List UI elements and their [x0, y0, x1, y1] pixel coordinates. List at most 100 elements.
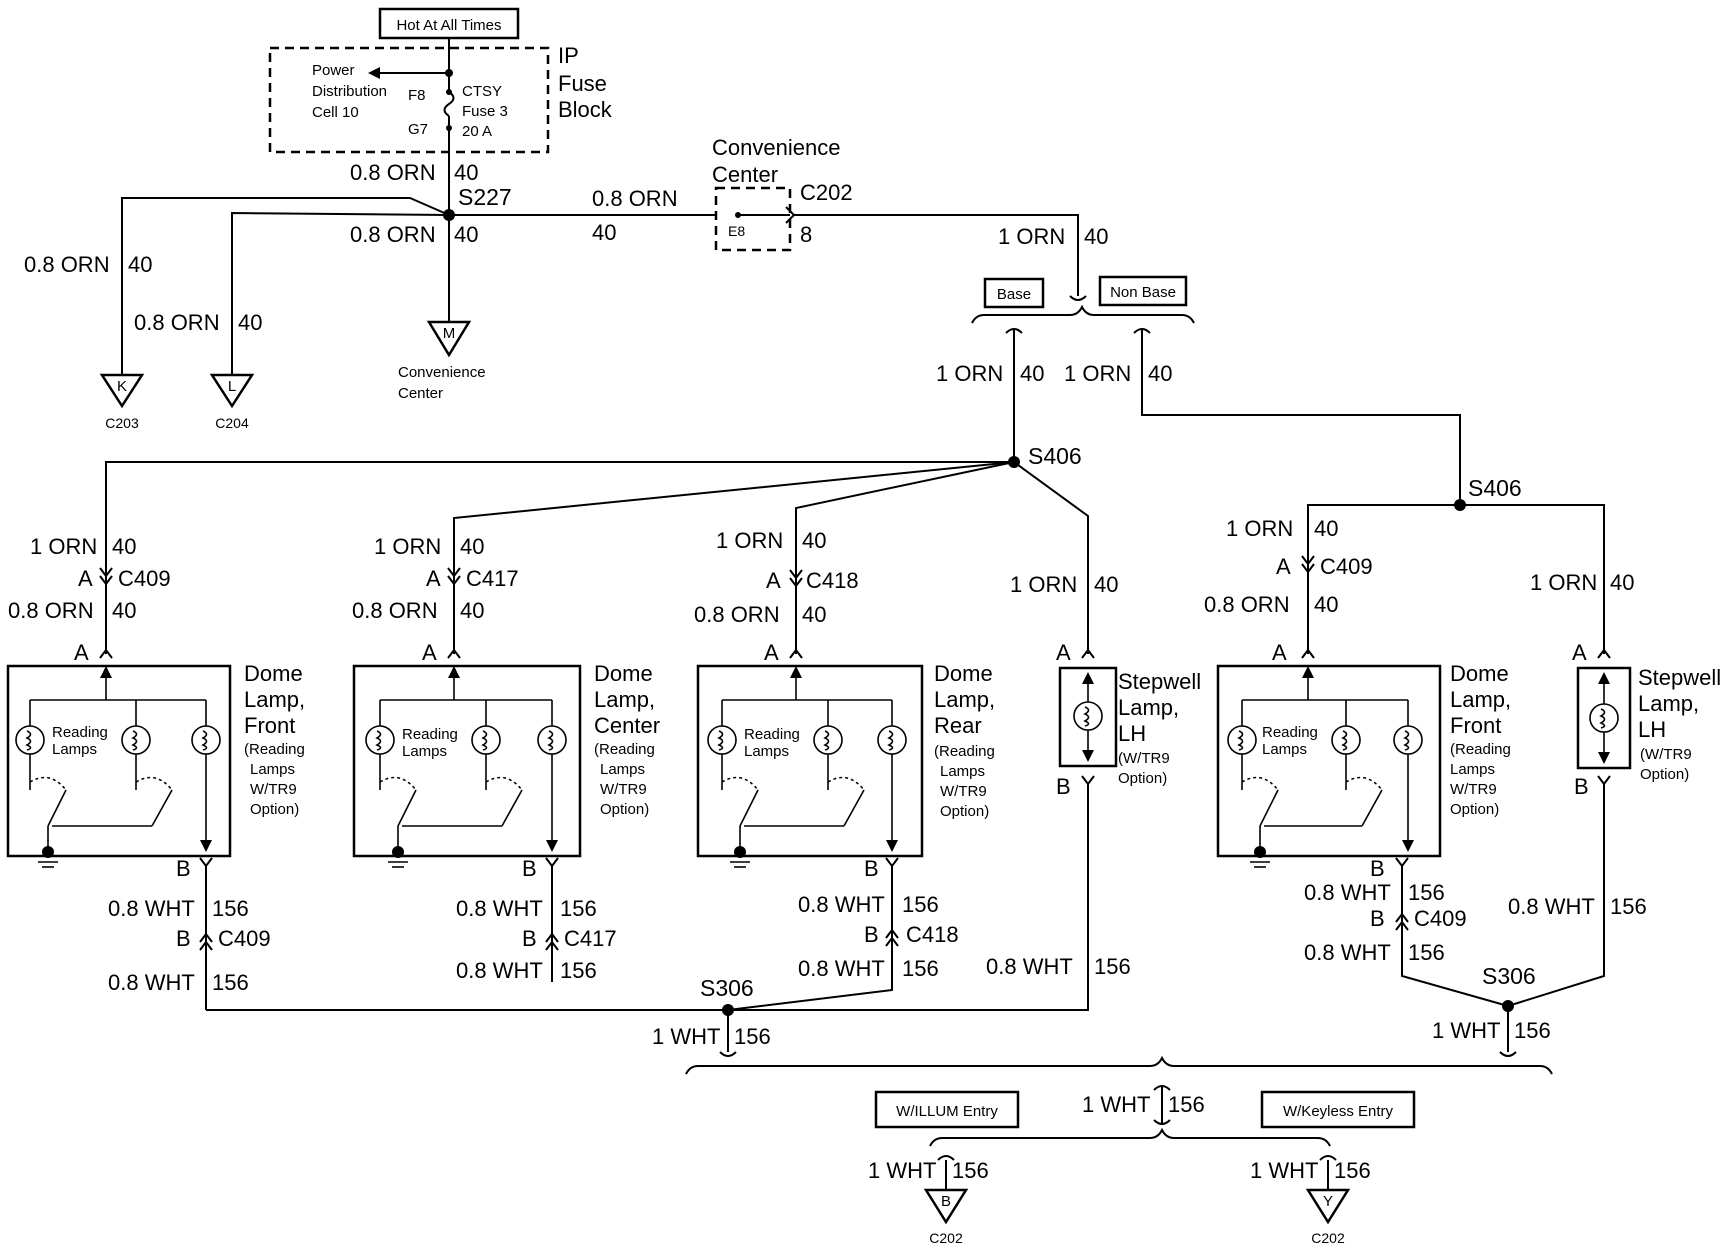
stepwell-lamp-lh-base: 1 ORN 40 A Stepwell Lamp, LH (W/TR9 Opti…: [728, 516, 1201, 1011]
svg-text:Center: Center: [398, 385, 443, 402]
svg-text:A: A: [78, 566, 93, 591]
svg-text:(Reading: (Reading: [594, 741, 655, 758]
svg-text:0.8 ORN: 0.8 ORN: [24, 252, 110, 277]
svg-text:Cell 10: Cell 10: [312, 104, 359, 121]
svg-text:0.8 WHT: 0.8 WHT: [1508, 894, 1595, 919]
svg-text:C202: C202: [800, 180, 853, 205]
svg-text:1 ORN: 1 ORN: [30, 534, 97, 559]
svg-text:W/Keyless Entry: W/Keyless Entry: [1283, 1103, 1394, 1120]
svg-text:K: K: [117, 378, 127, 395]
svg-text:C409: C409: [1414, 906, 1467, 931]
svg-text:Rear: Rear: [934, 713, 982, 738]
svg-text:B: B: [941, 1193, 951, 1210]
svg-text:1 ORN: 1 ORN: [1226, 516, 1293, 541]
svg-text:40: 40: [460, 598, 484, 623]
svg-text:IP: IP: [558, 43, 579, 68]
svg-text:1 ORN: 1 ORN: [1064, 361, 1131, 386]
svg-text:B: B: [1056, 774, 1071, 799]
option-base: Base: [983, 277, 1045, 309]
svg-text:A: A: [426, 566, 441, 591]
svg-text:C418: C418: [906, 922, 959, 947]
svg-text:156: 156: [1168, 1092, 1205, 1117]
svg-text:Option): Option): [1640, 766, 1689, 783]
svg-text:0.8 WHT: 0.8 WHT: [798, 892, 885, 917]
svg-text:40: 40: [238, 310, 262, 335]
svg-text:A: A: [1572, 640, 1587, 665]
svg-text:Lamps: Lamps: [402, 743, 447, 760]
svg-text:B: B: [176, 926, 191, 951]
svg-text:156: 156: [1610, 894, 1647, 919]
svg-text:156: 156: [212, 896, 249, 921]
svg-text:Lamp,: Lamp,: [1118, 695, 1179, 720]
svg-text:C417: C417: [466, 566, 519, 591]
dome-lamp-center: 1 ORN 40 A C417 0.8 ORN 40 A Reading Lam…: [352, 534, 660, 983]
svg-text:S406: S406: [1468, 475, 1522, 501]
svg-text:Reading: Reading: [744, 726, 800, 743]
svg-text:156: 156: [952, 1158, 989, 1183]
svg-text:20 A: 20 A: [462, 123, 492, 140]
connector-k: K C203: [99, 373, 145, 431]
svg-text:Distribution: Distribution: [312, 83, 387, 100]
option-non-base: Non Base: [1098, 275, 1188, 307]
svg-text:A: A: [764, 640, 779, 665]
svg-text:40: 40: [1610, 570, 1634, 595]
svg-text:1 ORN: 1 ORN: [998, 224, 1065, 249]
svg-text:M: M: [443, 325, 456, 342]
svg-text:156: 156: [734, 1024, 771, 1049]
svg-text:Dome: Dome: [1450, 661, 1509, 686]
svg-text:40: 40: [1314, 516, 1338, 541]
svg-text:40: 40: [112, 598, 136, 623]
svg-text:40: 40: [1084, 224, 1108, 249]
svg-text:W/TR9: W/TR9: [1450, 781, 1497, 798]
svg-text:C409: C409: [118, 566, 171, 591]
svg-text:Lamp,: Lamp,: [934, 687, 995, 712]
svg-text:Power: Power: [312, 62, 355, 79]
svg-text:Lamps: Lamps: [1450, 761, 1495, 778]
svg-text:1 ORN: 1 ORN: [716, 528, 783, 553]
svg-text:B: B: [864, 856, 879, 881]
svg-text:Stepwell: Stepwell: [1638, 665, 1721, 690]
svg-text:0.8 WHT: 0.8 WHT: [456, 958, 543, 983]
svg-text:40: 40: [1148, 361, 1172, 386]
svg-text:0.8 ORN: 0.8 ORN: [134, 310, 220, 335]
dome-lamp-rear: 1 ORN 40 A C418 0.8 ORN 40 A Reading Lam…: [694, 528, 995, 1011]
svg-text:Hot At All Times: Hot At All Times: [396, 17, 501, 34]
ip-fuse-block: IP Fuse Block Power Distribution Cell 10…: [268, 43, 613, 154]
svg-text:G7: G7: [408, 121, 428, 138]
svg-text:B: B: [1574, 774, 1589, 799]
svg-text:40: 40: [802, 602, 826, 627]
svg-text:40: 40: [802, 528, 826, 553]
option-w-keyless-entry: W/Keyless Entry: [1260, 1090, 1416, 1129]
svg-text:Option): Option): [600, 801, 649, 818]
svg-text:A: A: [766, 568, 781, 593]
svg-text:S306: S306: [1482, 963, 1536, 989]
svg-text:Base: Base: [997, 286, 1031, 303]
svg-text:Convenience: Convenience: [712, 135, 840, 160]
svg-text:0.8 ORN: 0.8 ORN: [352, 598, 438, 623]
svg-text:C202: C202: [1311, 1230, 1345, 1246]
svg-text:A: A: [74, 640, 89, 665]
svg-text:156: 156: [1408, 940, 1445, 965]
svg-text:0.8 ORN: 0.8 ORN: [8, 598, 94, 623]
svg-text:40: 40: [1314, 592, 1338, 617]
svg-text:0.8 WHT: 0.8 WHT: [108, 970, 195, 995]
svg-text:Option): Option): [250, 801, 299, 818]
svg-text:Lamp,: Lamp,: [1450, 687, 1511, 712]
svg-text:Lamps: Lamps: [600, 761, 645, 778]
svg-text:1 ORN: 1 ORN: [936, 361, 1003, 386]
svg-text:40: 40: [454, 160, 478, 185]
svg-text:Option): Option): [1450, 801, 1499, 818]
svg-text:0.8 WHT: 0.8 WHT: [108, 896, 195, 921]
svg-text:156: 156: [1334, 1158, 1371, 1183]
svg-text:156: 156: [1094, 954, 1131, 979]
svg-text:40: 40: [454, 222, 478, 247]
svg-text:Option): Option): [940, 803, 989, 820]
svg-text:0.8 WHT: 0.8 WHT: [798, 956, 885, 981]
svg-text:Lamps: Lamps: [52, 741, 97, 758]
svg-text:0.8 ORN: 0.8 ORN: [1204, 592, 1290, 617]
svg-text:1 ORN: 1 ORN: [1010, 572, 1077, 597]
svg-text:Lamp,: Lamp,: [594, 687, 655, 712]
svg-text:0.8 ORN: 0.8 ORN: [350, 160, 436, 185]
svg-text:A: A: [1272, 640, 1287, 665]
